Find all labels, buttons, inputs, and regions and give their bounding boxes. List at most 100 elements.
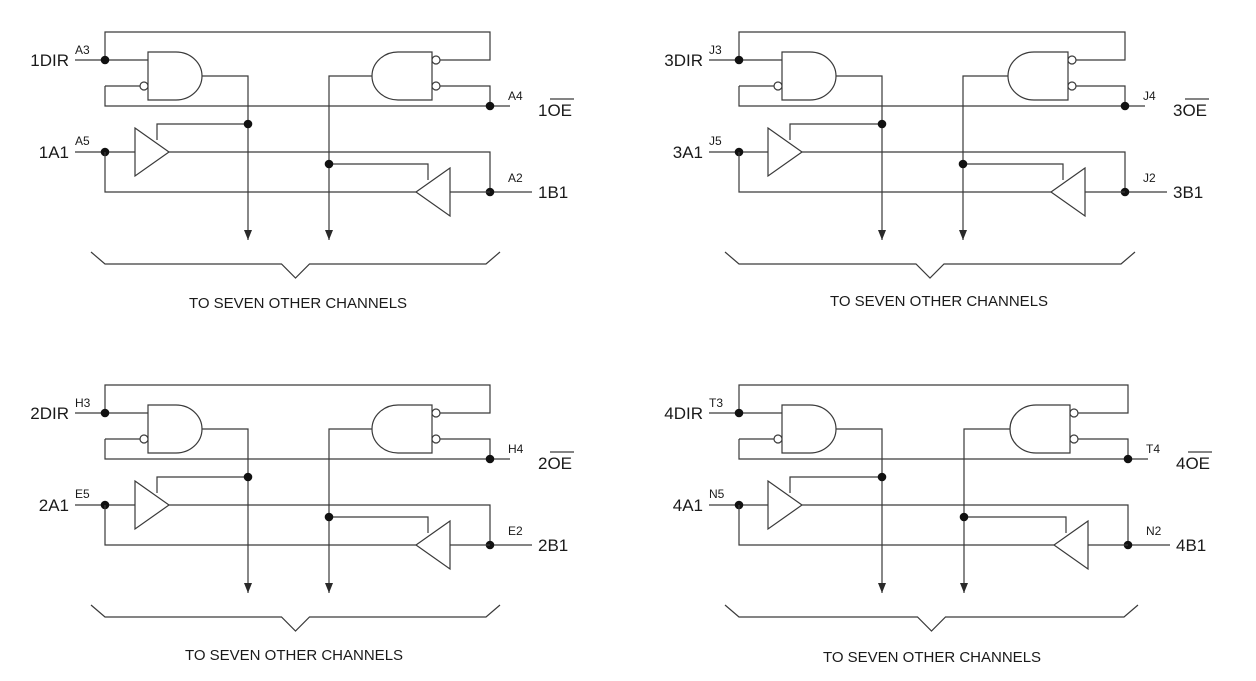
nand-gate <box>371 51 433 101</box>
b-label: 2B1 <box>538 536 568 555</box>
junction-dot <box>959 512 969 522</box>
inversion-bubble <box>1069 434 1079 444</box>
a-pin-label: N5 <box>709 487 725 501</box>
arrowhead <box>325 230 333 240</box>
and-output-wire <box>202 75 249 240</box>
arrowhead <box>878 230 886 240</box>
oe-label: 1OE <box>538 101 572 120</box>
junction-dot <box>324 159 334 169</box>
oe-bus-wire <box>104 86 510 107</box>
a-label: 4A1 <box>673 496 703 515</box>
a-label: 2A1 <box>39 496 69 515</box>
oe-bus-wire <box>738 86 1145 107</box>
and-output-wire <box>202 428 249 593</box>
junction-dot <box>734 55 744 65</box>
oe-bus-wire <box>104 439 510 460</box>
buffer-a-enable-wire <box>156 123 248 140</box>
oe-pin-label: T4 <box>1146 442 1160 456</box>
buffer-a-enable-wire <box>789 476 882 493</box>
junction-dot <box>243 119 253 129</box>
inversion-bubble <box>1067 81 1077 91</box>
buffer-a-enable-wire <box>156 476 248 493</box>
inversion-bubble <box>1067 55 1077 65</box>
dir-pin-label: T3 <box>709 396 723 410</box>
oe-label: 4OE <box>1176 454 1210 473</box>
and-output-wire <box>836 75 883 240</box>
inversion-bubble <box>139 81 149 91</box>
arrowhead <box>244 230 252 240</box>
oe-input-wire <box>440 438 491 459</box>
dir-label: 1DIR <box>30 51 69 70</box>
inversion-bubble <box>1069 408 1079 418</box>
oe-label: 3OE <box>1173 101 1207 120</box>
b-label: 3B1 <box>1173 183 1203 202</box>
a-pin-label: J5 <box>709 134 722 148</box>
junction-dot <box>243 472 253 482</box>
b-pin-label: J2 <box>1143 171 1156 185</box>
buffer-b-to-a <box>414 166 451 218</box>
buffer-a-to-b <box>134 126 171 178</box>
arrowhead <box>959 230 967 240</box>
b-pin-label: N2 <box>1146 524 1162 538</box>
junction-dot <box>1123 454 1133 464</box>
buffer-a-output-wire <box>802 151 1126 192</box>
junction-dot <box>1120 101 1130 111</box>
inversion-bubble <box>773 434 783 444</box>
buffer-b-to-a <box>414 519 451 571</box>
channel-brace <box>724 604 1139 632</box>
channel-brace <box>90 604 501 632</box>
dir-pin-label: A3 <box>75 43 90 57</box>
buffer-b-enable-wire <box>329 163 429 180</box>
junction-dot <box>485 101 495 111</box>
channel-brace <box>724 251 1136 279</box>
caption: TO SEVEN OTHER CHANNELS <box>189 295 407 312</box>
inversion-bubble <box>431 434 441 444</box>
buffer-b-to-a <box>1049 166 1086 218</box>
nand-output-wire <box>962 75 1008 240</box>
dir-label: 3DIR <box>664 51 703 70</box>
and-gate <box>147 51 203 101</box>
a-label: 3A1 <box>673 143 703 162</box>
arrowhead <box>325 583 333 593</box>
arrowhead <box>960 583 968 593</box>
dir-feedback-wire <box>104 384 491 414</box>
channel-brace <box>90 251 501 279</box>
dir-feedback-wire <box>738 384 1129 414</box>
caption: TO SEVEN OTHER CHANNELS <box>185 647 403 664</box>
junction-dot <box>958 159 968 169</box>
nand-output-wire <box>328 428 372 593</box>
buffer-a-output-wire <box>169 151 491 192</box>
junction-dot <box>485 454 495 464</box>
arrowhead <box>244 583 252 593</box>
b-label: 4B1 <box>1176 536 1206 555</box>
dir-pin-label: H3 <box>75 396 91 410</box>
caption: TO SEVEN OTHER CHANNELS <box>830 293 1048 310</box>
dir-pin-label: J3 <box>709 43 722 57</box>
buffer-b-output-wire <box>738 152 1051 193</box>
oe-input-wire <box>440 85 491 106</box>
and-output-wire <box>836 428 883 593</box>
b-pin-label: A2 <box>508 171 523 185</box>
and-gate <box>781 51 837 101</box>
a-pin-label: A5 <box>75 134 90 148</box>
junction-dot <box>100 55 110 65</box>
inversion-bubble <box>431 81 441 91</box>
oe-label: 2OE <box>538 454 572 473</box>
dir-label: 4DIR <box>664 404 703 423</box>
buffer-b-to-a <box>1052 519 1089 571</box>
nand-gate <box>371 404 433 454</box>
oe-input-wire <box>1076 85 1126 106</box>
oe-bus-wire <box>738 439 1148 460</box>
inversion-bubble <box>431 408 441 418</box>
nand-output-wire <box>963 428 1010 593</box>
buffer-a-to-b <box>767 126 804 178</box>
junction-dot <box>877 119 887 129</box>
a-pin-label: E5 <box>75 487 90 501</box>
buffer-a-output-wire <box>169 504 491 545</box>
oe-input-wire <box>1078 438 1129 459</box>
inversion-bubble <box>773 81 783 91</box>
